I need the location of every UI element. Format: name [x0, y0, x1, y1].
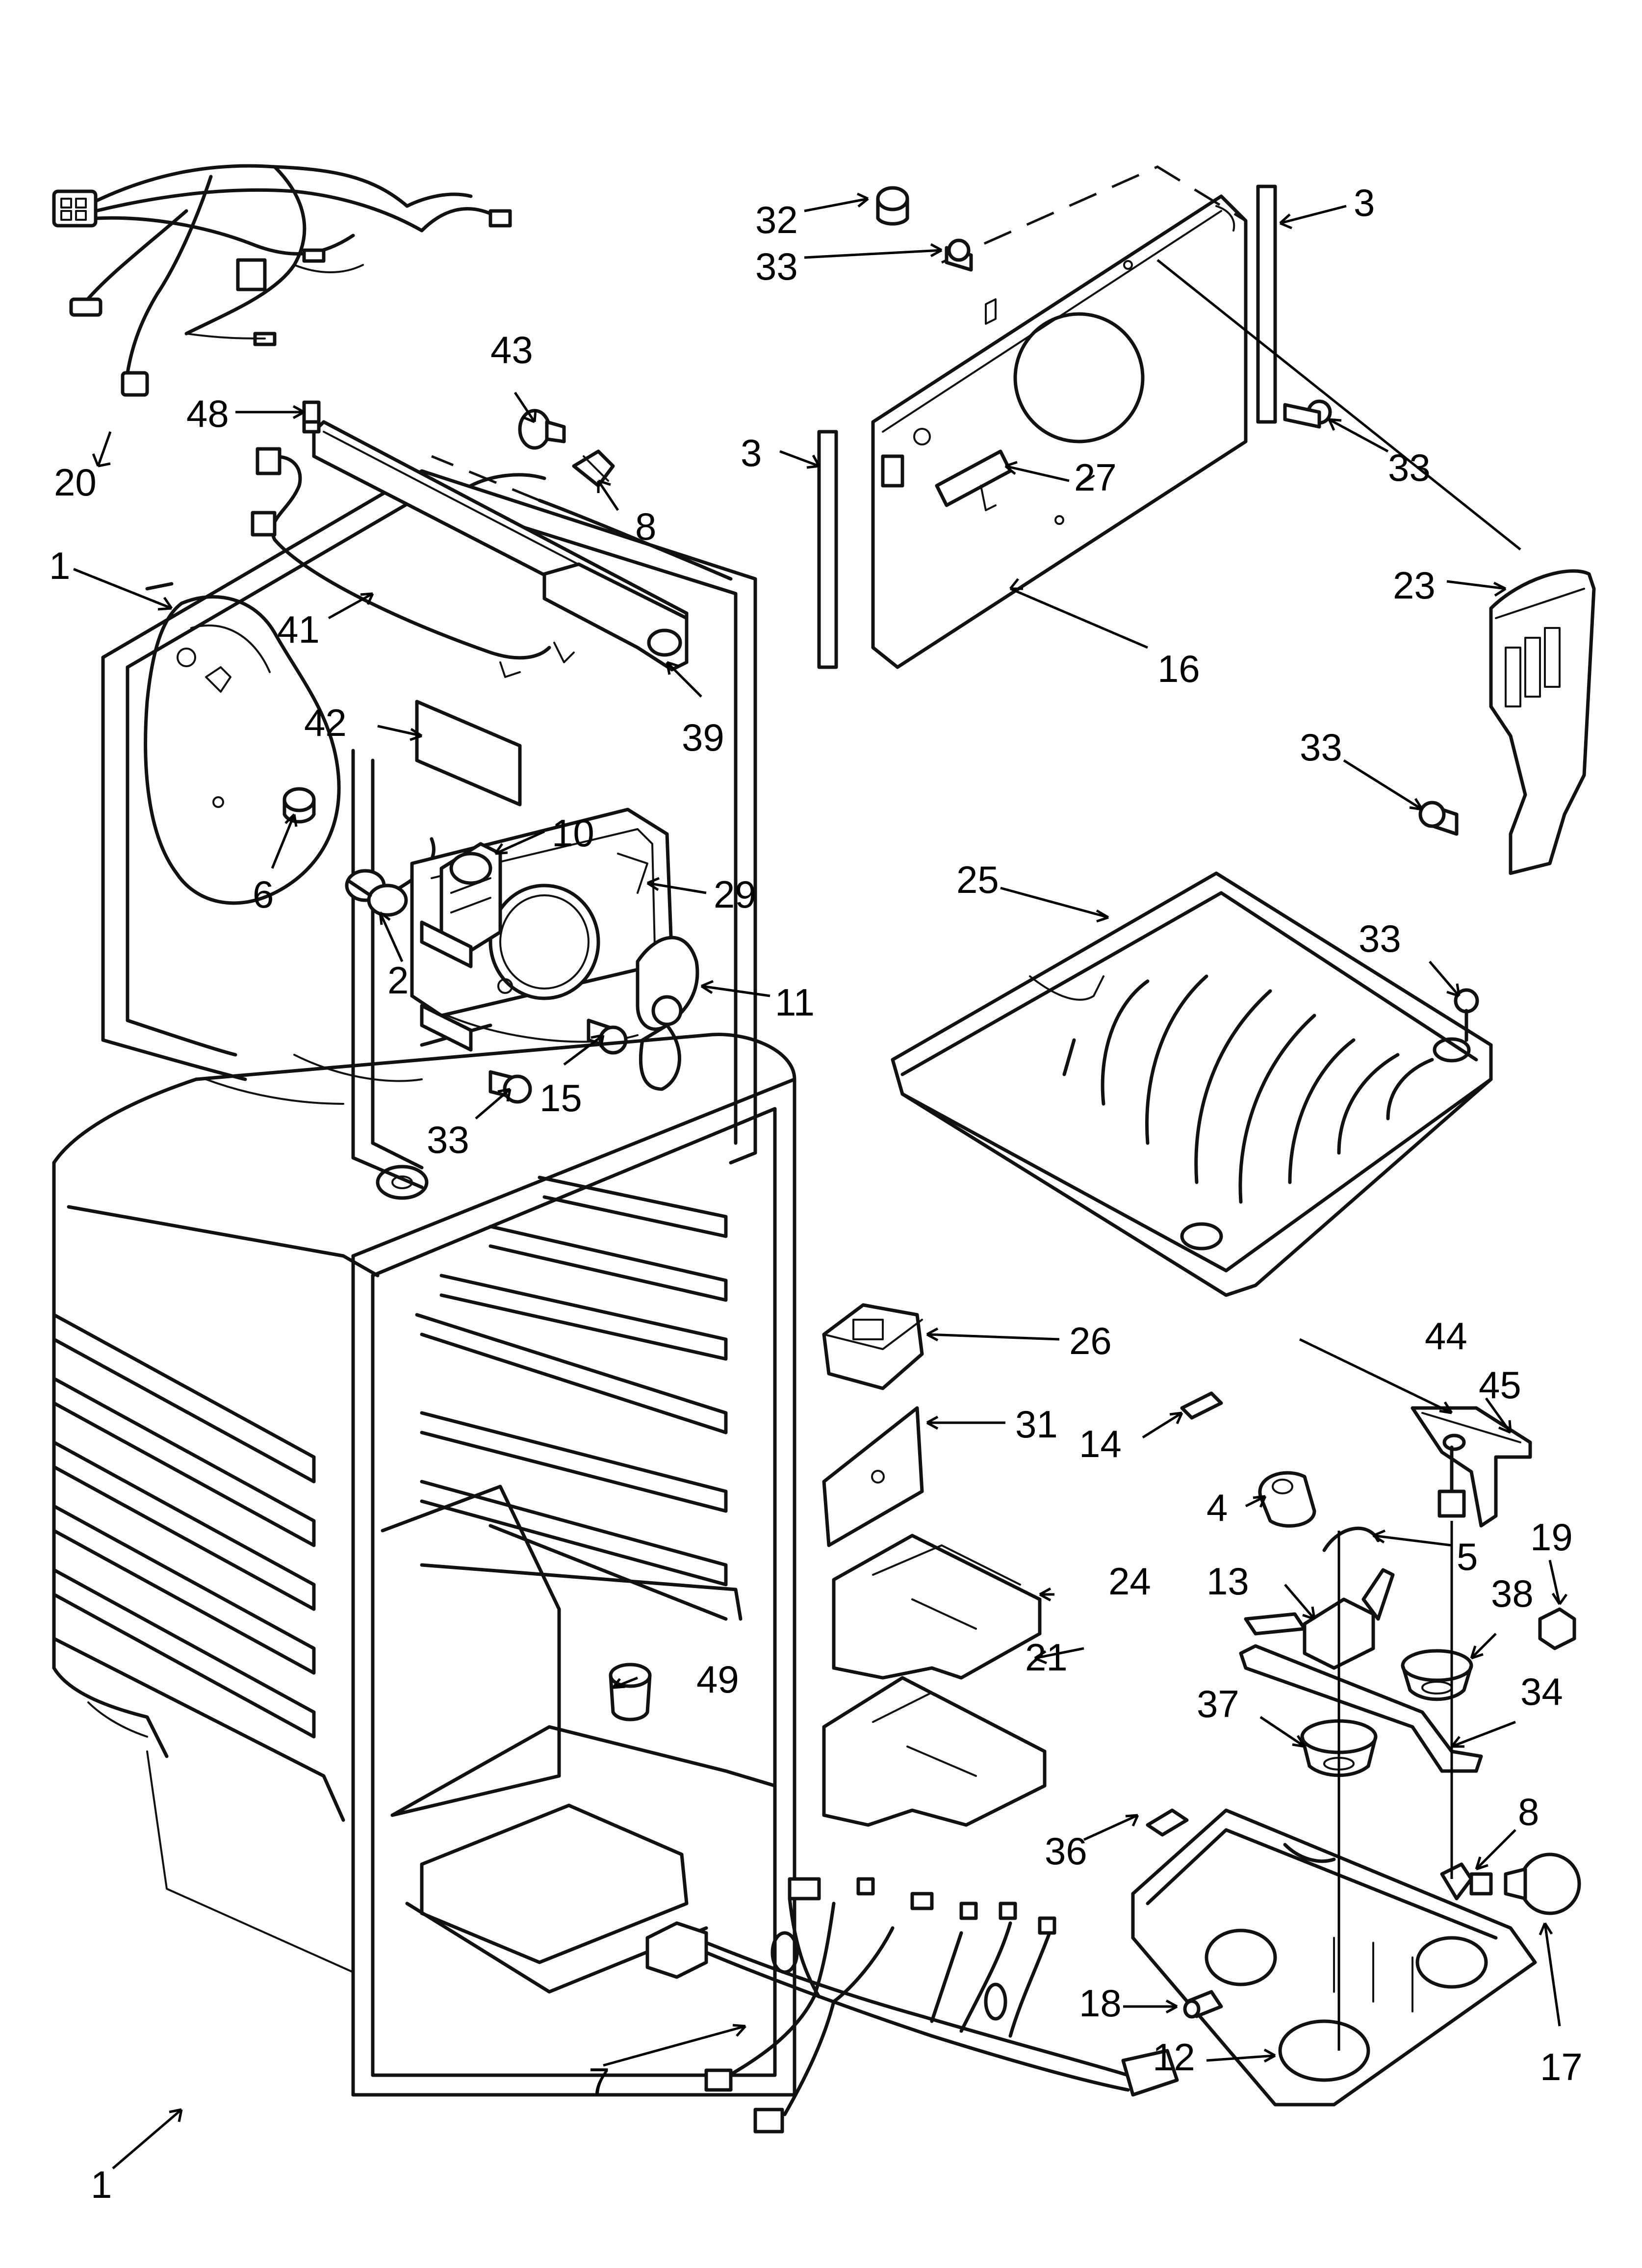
callout-33-left: 33 [427, 1118, 469, 1161]
fan-blade-11 [636, 936, 699, 1091]
callout-18: 18 [1079, 1981, 1122, 2025]
wire-harness-top [52, 164, 512, 397]
screw-33-right [1283, 399, 1332, 429]
callout-26: 26 [1069, 1319, 1112, 1362]
shroud-23 [1489, 569, 1596, 875]
callout-42: 42 [304, 701, 347, 744]
connector-41b [251, 511, 277, 537]
alignment-dashed-top [941, 165, 1247, 264]
rear-panel-16 [871, 194, 1248, 669]
hose-5 [1322, 1526, 1380, 1552]
fresh-food-liner [52, 1033, 796, 2097]
callout-8-top: 8 [635, 505, 656, 548]
callout-7: 7 [589, 2060, 610, 2103]
bracket-31 [822, 1406, 924, 1547]
strip-3-left [817, 430, 838, 669]
callout-5: 5 [1457, 1535, 1478, 1578]
bulb-17 [1504, 1852, 1581, 1915]
callout-45: 45 [1479, 1363, 1521, 1407]
terminal-41 [499, 661, 521, 678]
callout-39: 39 [682, 716, 724, 759]
callout-10: 10 [552, 811, 594, 855]
callout-17: 17 [1540, 2045, 1583, 2088]
callout-14: 14 [1079, 1422, 1122, 1465]
screw-33-tray [1454, 988, 1479, 1042]
callout-25: 25 [956, 858, 999, 901]
bulb-43 [518, 409, 566, 450]
connector-41a [256, 447, 282, 475]
leader-lines [73, 192, 1568, 2169]
callout-19: 19 [1530, 1515, 1573, 1559]
dispenser-arm-44-45 [1411, 1406, 1532, 1528]
callout-6: 6 [253, 873, 274, 916]
callout-43: 43 [490, 328, 533, 371]
clip-48 [302, 400, 321, 424]
pad-36 [1146, 1808, 1189, 1837]
strip-3-right [1256, 184, 1277, 424]
callout-27: 27 [1074, 456, 1117, 499]
housing-26 [822, 1303, 924, 1390]
callout-33-right: 33 [1388, 446, 1431, 489]
callout-41: 41 [277, 608, 320, 651]
callout-4: 4 [1206, 1486, 1228, 1529]
callout-49: 49 [696, 1658, 739, 1701]
callout-36: 36 [1045, 1829, 1087, 1873]
clip-14 [1180, 1391, 1223, 1420]
cup-38 [1401, 1649, 1473, 1701]
alignment-line-23 [1156, 259, 1521, 550]
callout-16: 16 [1157, 647, 1200, 690]
callout-31: 31 [1015, 1403, 1058, 1446]
callout-1-top: 1 [49, 544, 70, 587]
callout-48: 48 [186, 392, 229, 435]
wire-harness-7 [645, 1877, 1179, 2134]
callout-33-top: 33 [755, 245, 798, 288]
screw-33-top [945, 238, 973, 272]
cover-21 [822, 1676, 1047, 1827]
alignment-dashed-cab [431, 455, 540, 502]
callout-1-bottom: 1 [91, 2163, 112, 2206]
callout-13: 13 [1206, 1560, 1249, 1603]
screw-33-shroud [1418, 801, 1459, 836]
socket-8-top [572, 449, 615, 488]
callout-37: 37 [1197, 1682, 1239, 1725]
wire-41 [263, 455, 551, 660]
callout-15: 15 [539, 1076, 582, 1120]
callout-labels: 20 1 1 48 43 8 41 42 39 6 10 29 11 2 15 … [49, 181, 1583, 2206]
callout-3-left: 3 [741, 431, 762, 474]
spacer-32 [876, 186, 909, 226]
plug-18 [1183, 1990, 1223, 2019]
tray-25 [891, 871, 1493, 1297]
callout-2: 2 [387, 959, 409, 1002]
callout-8-bottom: 8 [1518, 1790, 1539, 1833]
cup-49 [609, 1663, 652, 1721]
housing-12 [1131, 1808, 1537, 2107]
callout-33-shroud: 33 [1300, 726, 1342, 769]
button-6 [282, 787, 316, 824]
callout-20: 20 [54, 461, 97, 504]
callout-44: 44 [1425, 1314, 1467, 1357]
cover-24 [832, 1534, 1042, 1680]
solenoid-4 [1258, 1471, 1316, 1528]
callout-29: 29 [714, 873, 756, 916]
callout-34: 34 [1520, 1670, 1563, 1713]
clips-left [420, 920, 473, 1052]
insulation-42 [415, 700, 522, 807]
callout-33-tray: 33 [1359, 917, 1401, 960]
terminal-41b [553, 642, 575, 663]
bushing-2 [345, 869, 408, 917]
callout-32: 32 [755, 198, 798, 241]
screw-33-left [488, 1070, 532, 1104]
socket-8-bottom [1440, 1862, 1493, 1901]
control-housing-29 [410, 808, 674, 1017]
callout-11: 11 [775, 981, 815, 1024]
callout-38: 38 [1491, 1572, 1534, 1615]
callout-3-right: 3 [1354, 181, 1375, 224]
callout-23: 23 [1393, 564, 1436, 607]
callout-24: 24 [1108, 1560, 1151, 1603]
callout-12: 12 [1153, 2035, 1195, 2079]
switch-19 [1538, 1607, 1576, 1650]
callout-21: 21 [1025, 1636, 1068, 1679]
